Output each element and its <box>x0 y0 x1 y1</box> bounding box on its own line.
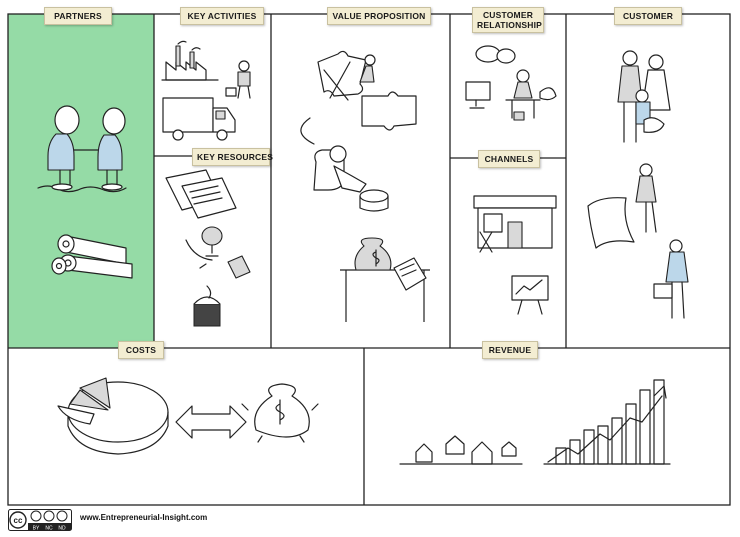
worker-icon <box>225 60 251 99</box>
license-term-nd: ND <box>58 526 66 532</box>
factory-icon <box>161 40 219 81</box>
puzzle-pieces-icon <box>317 50 417 131</box>
woman-with-map-icon <box>587 163 657 249</box>
logs-icon <box>51 234 133 279</box>
money-bag-icon <box>241 383 319 443</box>
treasure-chest-icon <box>193 285 221 327</box>
businessman-icon <box>653 239 689 319</box>
label-key-activities: KEY ACTIVITIES <box>180 7 264 25</box>
documents-icon <box>165 169 237 219</box>
pie-chart-icon <box>57 377 169 455</box>
cc-logo-text: cc <box>14 516 23 525</box>
license-term-by: BY <box>33 526 40 532</box>
shop-icon <box>473 195 557 253</box>
label-key-resources: KEY RESOURCES <box>192 148 273 166</box>
brain-icon <box>185 226 223 269</box>
double-arrow-icon <box>175 405 247 439</box>
growth-chart-icon <box>543 379 671 465</box>
money-bag-icon <box>340 237 430 322</box>
handshake-icon <box>37 105 127 193</box>
person-climbing-icon <box>359 54 376 83</box>
creative-commons-badge: cc BY NC ND <box>8 509 72 531</box>
houses-icon <box>399 435 523 465</box>
label-value-proposition: VALUE PROPOSITION <box>327 7 431 25</box>
website-link[interactable]: www.Entrepreneurial-Insight.com <box>80 513 208 522</box>
license-term-nc: NC <box>45 526 53 532</box>
label-channels: CHANNELS <box>478 150 540 168</box>
label-partners: PARTNERS <box>44 7 112 25</box>
label-revenue: REVENUE <box>482 341 538 359</box>
phone-icon <box>227 255 251 279</box>
truck-icon <box>162 97 236 141</box>
label-customer: CUSTOMER <box>614 7 682 25</box>
customer-support-icon <box>465 69 557 121</box>
label-customer-relationship: CUSTOMER RELATIONSHIP <box>472 7 544 33</box>
partners-block <box>8 14 154 348</box>
person-relaxing-icon <box>300 117 389 212</box>
label-costs: COSTS <box>118 341 164 359</box>
presentation-board-icon <box>511 275 549 315</box>
family-icon <box>617 50 671 143</box>
conversation-icon <box>475 45 516 64</box>
